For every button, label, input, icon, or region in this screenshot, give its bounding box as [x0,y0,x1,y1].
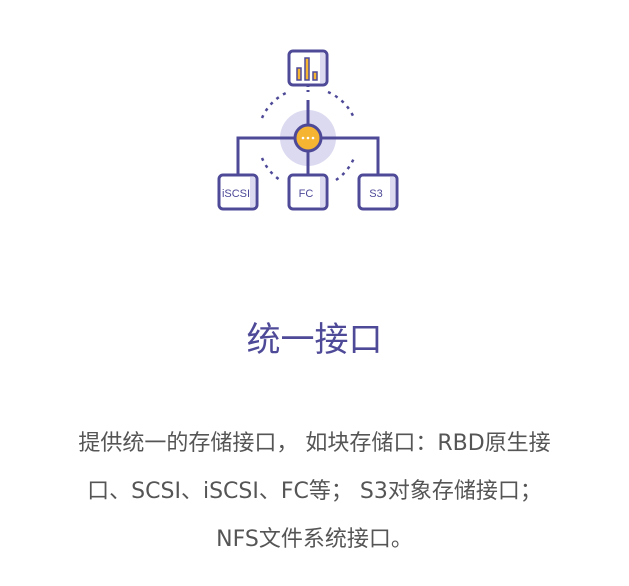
description-line: 提供统一的存储接口， 如块存储口：RBD原生接 [78,431,551,456]
chart-box [287,49,329,87]
iscsi-label: iSCSI [222,188,250,200]
description-line: 口、SCSI、iSCSI、FC等； S3对象存储接口； [87,479,542,504]
fc-label: FC [299,188,314,200]
dotted-arc [260,157,281,182]
s3-label: S3 [369,188,382,200]
s3-box: S3 [357,173,399,211]
dotted-arc [335,157,356,182]
dotted-arc [327,90,356,119]
feature-description: 提供统一的存储接口， 如块存储口：RBD原生接 口、SCSI、iSCSI、FC等… [0,420,629,564]
storage-interface-hub-icon: iSCSI FC S3 [217,49,399,211]
description-line: NFS文件系统接口。 [216,527,413,552]
dotted-arc [260,90,289,119]
fc-box: FC [287,173,329,211]
feature-title: 统一接口 [246,320,383,360]
iscsi-box: iSCSI [217,173,259,211]
